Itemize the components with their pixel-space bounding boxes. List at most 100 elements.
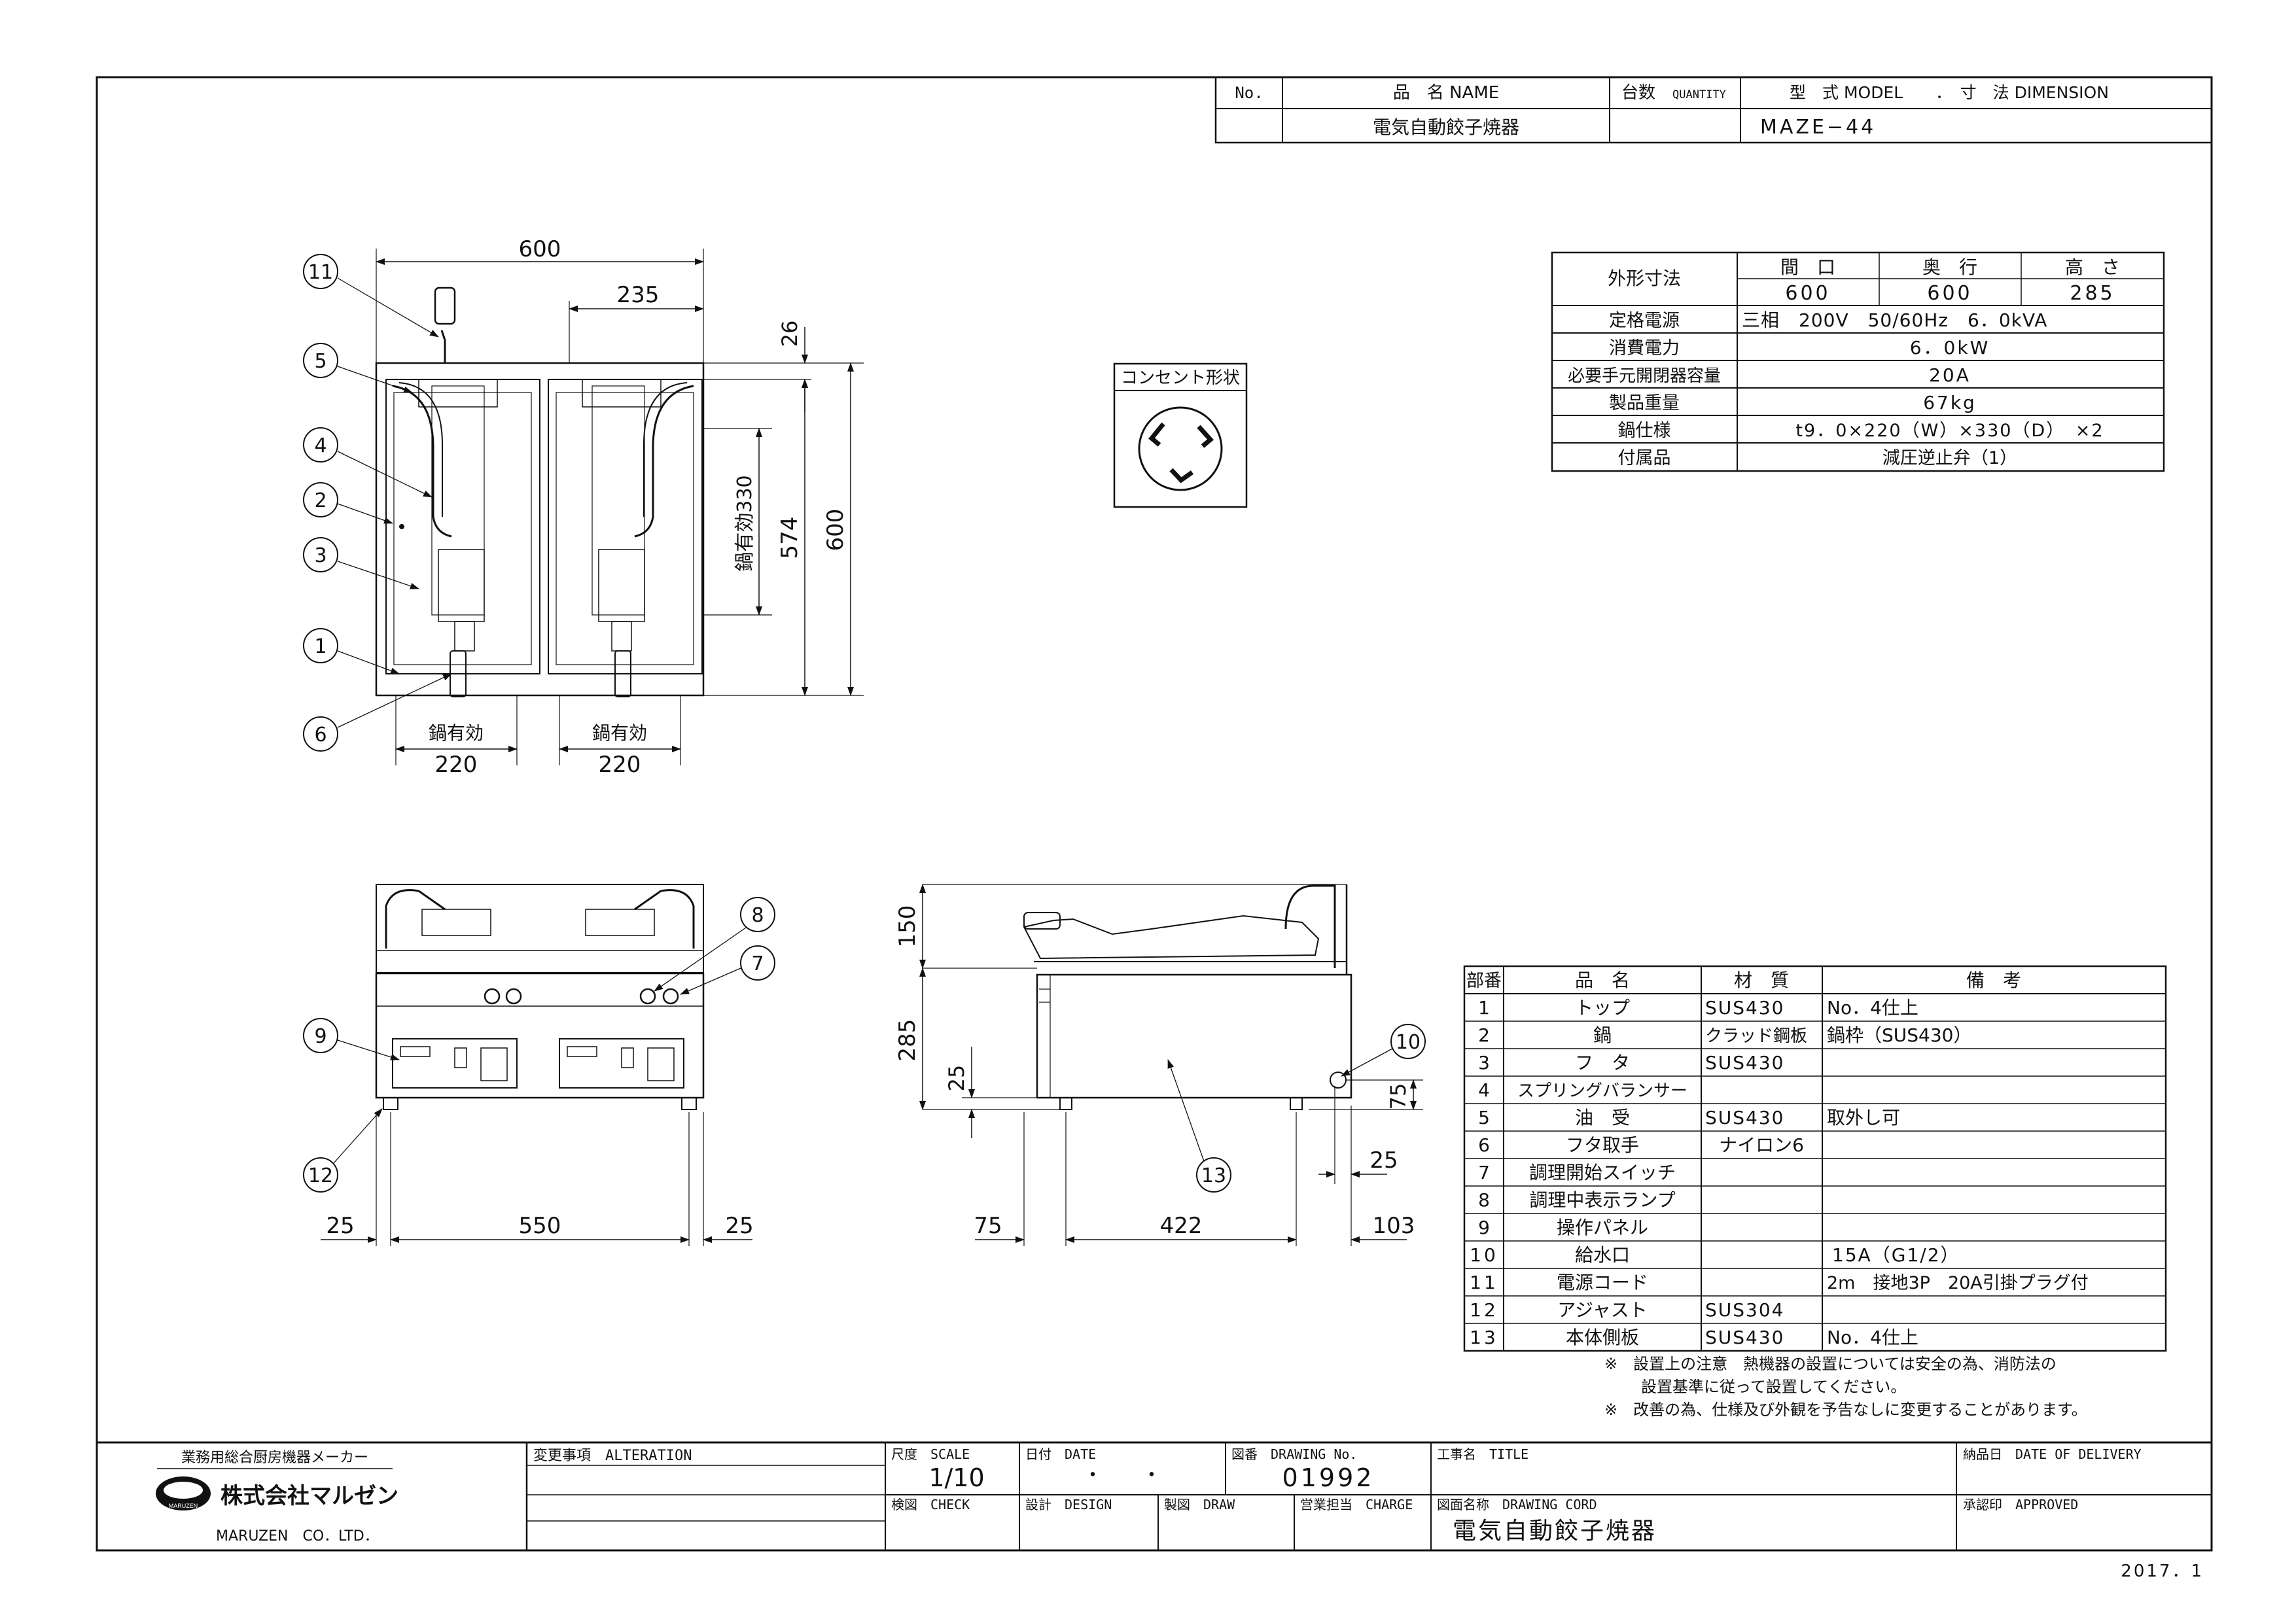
dim-label: 103 <box>1373 1213 1415 1239</box>
callout-label: 10 <box>1396 1031 1421 1054</box>
company-name-jp: 株式会社マルゼン <box>221 1483 398 1509</box>
parts-name: フ タ <box>1575 1052 1630 1073</box>
parts-header: 部番 <box>1466 971 1502 991</box>
spec-row-value: t9．0×220（W）×330（D） ×2 <box>1795 421 2104 441</box>
title-label: 工事名 TITLE <box>1437 1446 1528 1462</box>
side-view: 150 285 25 75 25 75 422 103 10 13 <box>894 884 1426 1246</box>
parts-header: 材 質 <box>1734 969 1789 991</box>
parts-no: 7 <box>1478 1162 1490 1183</box>
callout-label: 9 <box>314 1025 327 1048</box>
spec-row-value: 67kg <box>1923 392 1977 413</box>
dim-label: 285 <box>894 1019 921 1062</box>
parts-name: トップ <box>1575 997 1630 1019</box>
note-line: ※ 設置上の注意 熱機器の設置については安全の為、消防法の <box>1604 1355 2057 1373</box>
parts-name: スプリングバランサー <box>1517 1081 1687 1101</box>
power-plug-icon <box>434 287 456 325</box>
scale-value: 1/10 <box>928 1463 984 1492</box>
parts-no: 12 <box>1470 1299 1498 1321</box>
spec-dim-header: 高 さ <box>2065 256 2120 278</box>
front-view: 25 550 25 8 7 9 12 <box>303 884 775 1246</box>
date-label: 日付 DATE <box>1025 1446 1096 1462</box>
parts-no: 4 <box>1478 1079 1490 1101</box>
parts-material: SUS304 <box>1705 1299 1784 1321</box>
spec-row-label: 付属品 <box>1618 448 1671 468</box>
callout-label: 2 <box>314 489 327 512</box>
parts-material: SUS430 <box>1705 1107 1784 1128</box>
sheet-frame <box>96 76 2213 1552</box>
drawing-no: 01992 <box>1282 1463 1375 1492</box>
parts-material: SUS430 <box>1705 1052 1784 1073</box>
spec-row-label: 消費電力 <box>1609 338 1680 358</box>
parts-note: No．4仕上 <box>1827 1327 1918 1348</box>
spec-row-value: 6．0kW <box>1910 337 1990 358</box>
parts-name: 調理中表示ランプ <box>1529 1189 1675 1211</box>
parts-note: 取外し可 <box>1827 1107 1900 1128</box>
parts-note: 鍋枠（SUS430） <box>1827 1024 1972 1046</box>
spec-outer-dim-label: 外形寸法 <box>1608 268 1681 289</box>
outlet-shape: コンセント形状 <box>1113 362 1248 508</box>
parts-no: 13 <box>1470 1327 1498 1348</box>
outlet-label: コンセント形状 <box>1121 368 1240 388</box>
control-panel-right <box>559 1038 684 1089</box>
parts-name: 調理開始スイッチ <box>1529 1162 1676 1183</box>
dim-label: 600 <box>519 236 561 262</box>
dim-label: 25 <box>1369 1147 1398 1174</box>
parts-name: フタ取手 <box>1566 1134 1639 1156</box>
draw-label: 製図 DRAW <box>1164 1497 1235 1512</box>
parts-row: 10 給水口 15A（G1/2） <box>1470 1244 1960 1266</box>
drawing-name: 電気自動餃子焼器 <box>1453 1518 1657 1544</box>
parts-no: 9 <box>1478 1217 1490 1238</box>
parts-row: 6 フタ取手 ナイロン6 <box>1478 1134 1804 1156</box>
parts-no: 6 <box>1478 1134 1490 1156</box>
drawing-no-label: 図番 DRAWING No. <box>1231 1446 1357 1462</box>
dim-label: 25 <box>944 1065 969 1092</box>
parts-name: 本体側板 <box>1566 1327 1639 1348</box>
design-label: 設計 DESIGN <box>1025 1497 1112 1512</box>
control-panel-left <box>392 1038 518 1089</box>
spec-row-label: 鍋仕様 <box>1618 421 1671 441</box>
note-line: ※ 改善の為、仕様及び外観を予告なしに変更することがあります。 <box>1604 1401 2087 1419</box>
parts-no: 11 <box>1470 1272 1498 1293</box>
dim-label: 574 <box>777 517 803 559</box>
parts-note: 2m 接地3P 20A引掛プラグ付 <box>1827 1273 2089 1293</box>
dim-label: 25 <box>326 1213 354 1239</box>
callout-label: 12 <box>308 1164 333 1187</box>
dim-label: 220 <box>435 752 478 778</box>
callout-label: 8 <box>751 904 764 927</box>
spec-table: 外形寸法 間 口 奥 行 高 さ 600 600 285 定格電源 三相 200… <box>1551 251 2165 472</box>
note-line: 設置基準に従って設置してください。 <box>1641 1378 1906 1396</box>
parts-material: ナイロン6 <box>1719 1134 1804 1156</box>
title-block: 業務用総合厨房機器メーカー MARUZEN 株式会社マルゼン MARUZEN C… <box>97 1441 2212 1550</box>
parts-header: 備 考 <box>1966 969 2021 991</box>
parts-name: アジャスト <box>1557 1299 1647 1321</box>
spec-row-label: 定格電源 <box>1609 311 1680 331</box>
dim-label: 75 <box>974 1213 1002 1239</box>
company-name-en: MARUZEN CO．LTD． <box>216 1528 379 1544</box>
spec-dim-value: 600 <box>1785 282 1830 305</box>
callout-label: 13 <box>1201 1164 1226 1187</box>
callout-label: 7 <box>751 952 764 975</box>
callout-label: 4 <box>314 434 327 457</box>
dim-label: 鍋有効330 <box>733 475 756 571</box>
parts-row: 13 本体側板 SUS430 No．4仕上 <box>1470 1327 1918 1348</box>
top-view: 600 235 26 574 600 鍋有効330 鍋有効 220 鍋有効 22… <box>303 236 864 778</box>
drawing-name-label: 図面名称 DRAWING CORD <box>1437 1497 1597 1512</box>
dim-label: 25 <box>725 1213 753 1239</box>
parts-row: 5 油 受 SUS430 取外し可 <box>1478 1107 1900 1128</box>
parts-table: 部番 品 名 材 質 備 考 1 トップ SUS430 No．4仕上 2 鍋 ク… <box>1463 965 2167 1419</box>
spec-row-value: 減圧逆止弁（1） <box>1882 448 2017 468</box>
parts-name: 操作パネル <box>1557 1217 1648 1238</box>
dim-label: 鍋有効 <box>429 722 484 744</box>
parts-material: SUS430 <box>1705 1327 1784 1348</box>
header-col-model: 型 式 MODEL ． 寸 法 DIMENSION <box>1790 83 2109 102</box>
check-label: 検図 CHECK <box>891 1497 970 1512</box>
parts-material: SUS430 <box>1705 997 1784 1019</box>
header-col-qty-en: QUANTITY <box>1672 88 1726 101</box>
dim-label: 422 <box>1160 1213 1203 1239</box>
parts-note: 15A（G1/2） <box>1832 1244 1960 1266</box>
header-col-qty: 台数 <box>1621 83 1655 103</box>
parts-row: 1 トップ SUS430 No．4仕上 <box>1478 997 1918 1019</box>
parts-row: 11 電源コード 2m 接地3P 20A引掛プラグ付 <box>1470 1272 2089 1293</box>
callout-label: 1 <box>314 635 327 658</box>
